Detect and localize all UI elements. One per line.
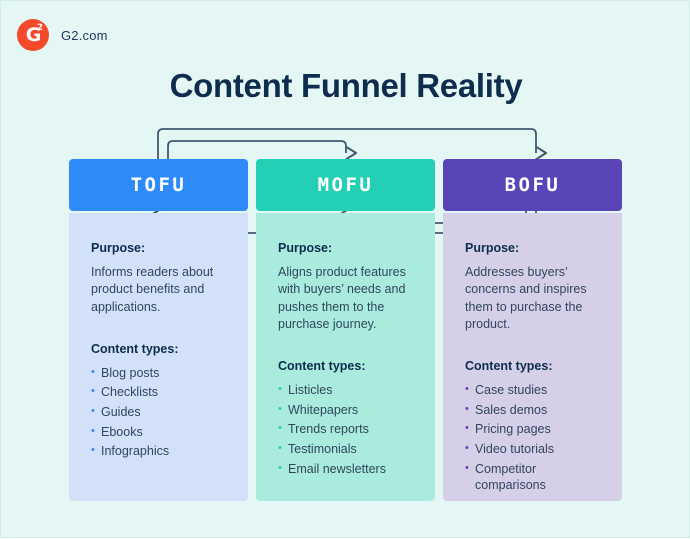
funnel-column-tofu: TOFU Purpose: Informs readers about prod… (69, 159, 248, 501)
content-types-list: Blog posts Checklists Guides Ebooks Info… (91, 365, 234, 460)
list-item: Infographics (91, 443, 234, 460)
content-types-label: Content types: (278, 359, 366, 373)
stage-body-tofu: Purpose: Informs readers about product b… (69, 213, 248, 501)
stage-body-bofu: Purpose: Addresses buyers’ concerns and … (443, 213, 622, 501)
list-item: Whitepapers (278, 402, 421, 419)
brand-name: G2.com (61, 27, 108, 43)
list-item: Listicles (278, 382, 421, 399)
list-item: Blog posts (91, 365, 234, 382)
purpose-text: Informs readers about product benefits a… (91, 265, 214, 314)
stage-header-mofu: MOFU (256, 159, 435, 211)
funnel-columns: TOFU Purpose: Informs readers about prod… (69, 159, 623, 501)
purpose-label: Purpose: (278, 241, 333, 255)
list-item: Trends reports (278, 421, 421, 438)
purpose-text: Aligns product features with buyers’ nee… (278, 265, 406, 331)
purpose-label: Purpose: (91, 241, 146, 255)
content-types-label: Content types: (91, 341, 179, 356)
brand-logo: G 2 G2.com (17, 19, 108, 51)
stage-body-mofu: Purpose: Aligns product features with bu… (256, 213, 435, 501)
page-title: Content Funnel Reality (169, 67, 523, 104)
stage-header-bofu: BOFU (443, 159, 622, 211)
content-types-list: Case studies Sales demos Pricing pages V… (465, 382, 608, 494)
list-item: Testimonials (278, 441, 421, 458)
g2-logo-letter: G (25, 23, 42, 46)
list-item: Sales demos (465, 402, 608, 419)
list-item: Ebooks (91, 424, 234, 441)
list-item: Video tutorials (465, 441, 608, 458)
g2-logo-icon: G 2 (17, 19, 49, 51)
list-item: Competitor comparisons (465, 461, 608, 494)
purpose-label: Purpose: (465, 241, 520, 255)
funnel-column-bofu: BOFU Purpose: Addresses buyers’ concerns… (443, 159, 622, 501)
list-item: Email newsletters (278, 461, 421, 478)
list-item: Guides (91, 404, 234, 421)
list-item: Checklists (91, 384, 234, 401)
tofu-to-bofu-arrow (157, 128, 536, 159)
content-types-list: Listicles Whitepapers Trends reports Tes… (278, 382, 421, 477)
stage-header-tofu: TOFU (69, 159, 248, 211)
list-item: Pricing pages (465, 421, 608, 438)
tofu-to-mofu-arrow (167, 140, 346, 159)
g2-logo-superscript: 2 (36, 23, 43, 33)
list-item: Case studies (465, 382, 608, 399)
content-types-label: Content types: (465, 359, 553, 373)
purpose-text: Addresses buyers’ concerns and inspires … (465, 265, 587, 331)
funnel-column-mofu: MOFU Purpose: Aligns product features wi… (256, 159, 435, 501)
